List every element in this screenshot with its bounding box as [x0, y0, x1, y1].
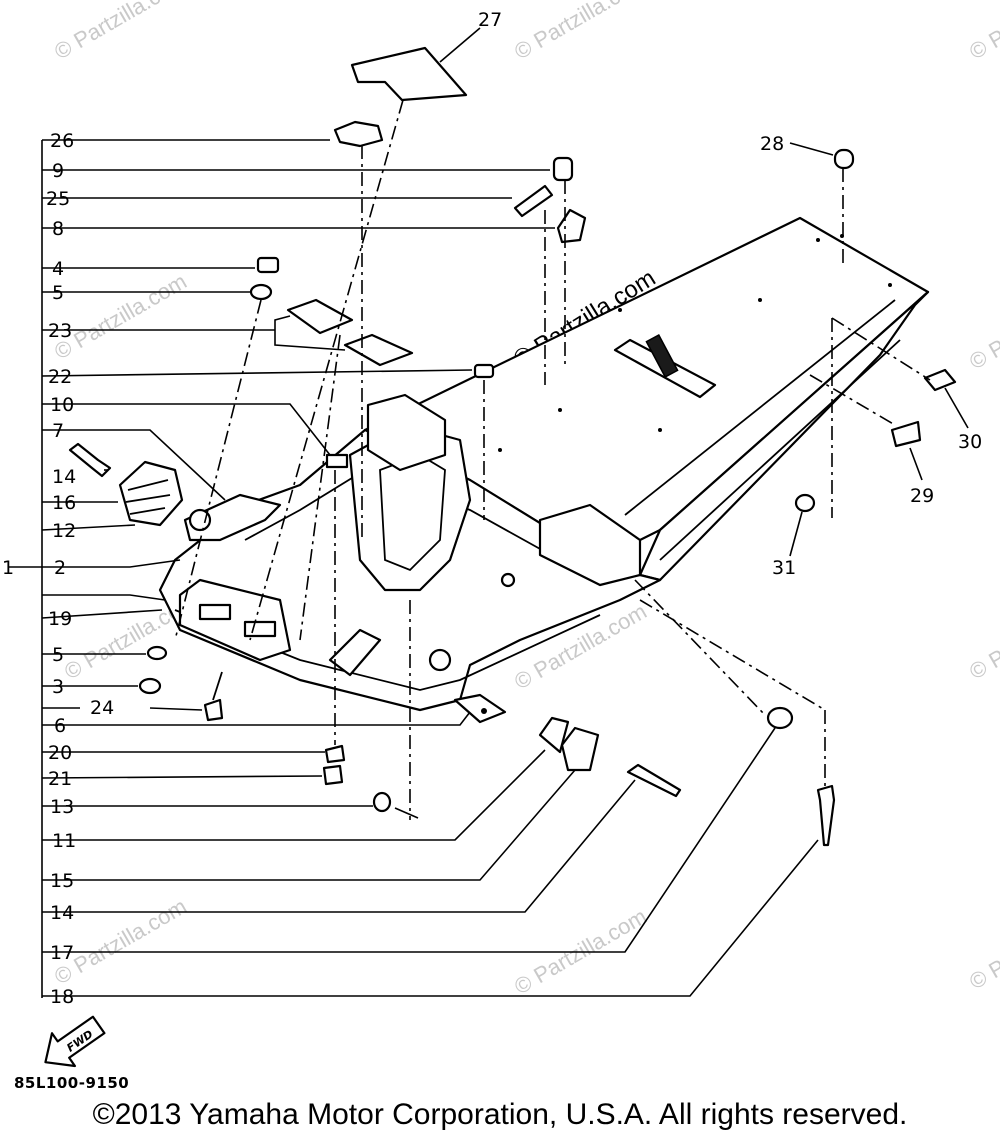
callout-11: 11: [52, 830, 76, 852]
callout-31: 31: [772, 557, 796, 579]
center-lines: [174, 99, 931, 820]
callout-18: 18: [50, 986, 74, 1008]
part-3-washer: [138, 677, 162, 695]
callout-19: 19: [48, 608, 72, 630]
part-8-bracket: [556, 208, 587, 244]
watermark: © Partzilla.com: [965, 899, 1000, 995]
callout-10: 10: [50, 394, 74, 416]
callout-28: 28: [760, 133, 784, 155]
callout-29: 29: [910, 485, 934, 507]
watermark: © Partzilla.com: [965, 0, 1000, 64]
part-21-nut: [322, 764, 344, 786]
callout-4: 4: [52, 258, 64, 280]
part-26-bracket: [333, 120, 384, 148]
copyright-notice: ©2013 Yamaha Motor Corporation, U.S.A. A…: [92, 1098, 908, 1131]
part-20-nut: [324, 744, 346, 764]
part-14-bolt-rear: [626, 763, 682, 798]
callout-26: 26: [50, 130, 74, 152]
callout-14: 14: [52, 466, 76, 488]
callout-15: 15: [50, 870, 74, 892]
watermark: © Partzilla.com: [965, 589, 1000, 685]
part-24-bolt: [203, 698, 224, 722]
parts: [68, 46, 957, 847]
watermark: © Partzilla.com: [50, 0, 191, 64]
watermark: © Partzilla.com: [510, 0, 651, 64]
watermark: © Partzilla.com: [965, 279, 1000, 375]
part-27-pad: [350, 46, 468, 102]
part-5-washer-lower: [146, 645, 168, 661]
callout-24: 24: [90, 697, 114, 719]
callout-17: 17: [50, 942, 74, 964]
callout-5-lower: 5: [52, 644, 64, 666]
callout-21: 21: [48, 768, 72, 790]
part-15-plate: [560, 726, 600, 772]
part-23-pad-b: [343, 333, 414, 367]
frame-assembly: [158, 216, 930, 724]
callout-25: 25: [46, 188, 70, 210]
part-5-washer: [249, 283, 273, 301]
part-10-plate: [325, 453, 349, 469]
callout-1: 1: [2, 557, 14, 579]
catalog-code: 85L100-9150: [14, 1074, 130, 1092]
callout-30: 30: [958, 431, 982, 453]
part-14-bolt: [68, 442, 112, 478]
part-30-clip: [923, 368, 957, 392]
part-9-grommet: [552, 156, 574, 182]
callout-6: 6: [54, 715, 66, 737]
part-4-nut: [256, 256, 280, 274]
callout-22: 22: [48, 366, 72, 388]
part-31-nut: [794, 493, 816, 513]
part-17-cap: [766, 706, 794, 730]
part-11-plate: [538, 716, 570, 754]
part-22-nut: [473, 363, 495, 379]
callout-3: 3: [52, 676, 64, 698]
rivet-dots: [498, 234, 892, 452]
part-16-boot: [118, 460, 184, 527]
callout-14-rear: 14: [50, 902, 74, 924]
callout-23: 23: [48, 320, 72, 342]
part-29-label: [890, 420, 922, 448]
leader-lines: [41, 27, 969, 997]
callout-20: 20: [48, 742, 72, 764]
callout-7: 7: [52, 420, 64, 442]
callout-16: 16: [52, 492, 76, 514]
watermark: © Partzilla.com: [50, 269, 191, 365]
callout-2: 2: [54, 557, 66, 579]
part-25-plate: [513, 184, 554, 218]
callouts: 26 9 25 8 4 5 23 22 10 7 14 16 12 2 19 5…: [46, 9, 982, 1008]
callout-12: 12: [52, 520, 76, 542]
assembly-bracket: 1: [2, 140, 43, 998]
callout-8: 8: [52, 218, 64, 240]
part-13-washer: [372, 791, 392, 813]
callout-27: 27: [478, 9, 502, 31]
callout-9: 9: [52, 160, 64, 182]
fwd-arrow: FWD: [44, 1015, 106, 1068]
callout-13: 13: [50, 796, 74, 818]
part-28-grommet: [833, 148, 855, 170]
callout-5: 5: [52, 282, 64, 304]
part-23-pad-a: [286, 298, 354, 335]
part-18-rivet: [816, 784, 836, 847]
